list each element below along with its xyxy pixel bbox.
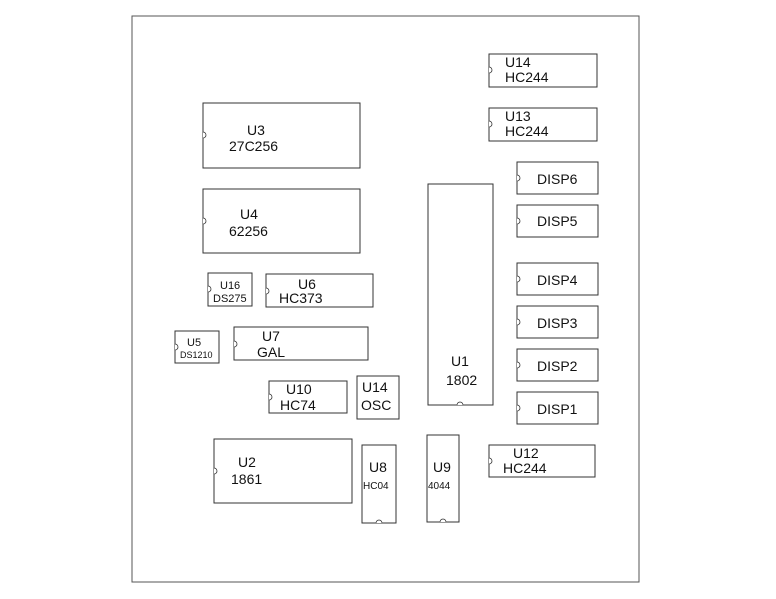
chip-u14-osc: U14 OSC — [356, 375, 400, 420]
chip-part: 27C256 — [229, 138, 278, 154]
display-label: DISP1 — [537, 401, 578, 417]
chip-u10-hc74: U10 HC74 — [268, 380, 348, 414]
chip-u7-gal: U7 GAL — [233, 326, 369, 361]
chip-ref: U4 — [240, 206, 258, 222]
chip-u8-hc04: U8 HC04 — [361, 444, 397, 524]
chip-part: 1802 — [446, 372, 477, 388]
chip-part: 1861 — [231, 471, 262, 487]
display-disp3: DISP3 — [516, 305, 599, 339]
chip-ref: U14 — [505, 54, 531, 70]
chip-u2-1861: U2 1861 — [213, 438, 353, 504]
chip-part: GAL — [257, 344, 285, 360]
chip-part: 4044 — [428, 481, 451, 492]
chip-ref: U13 — [505, 108, 531, 124]
chip-ref: U3 — [247, 122, 265, 138]
chip-ref: U10 — [286, 381, 312, 397]
display-label: DISP2 — [537, 358, 578, 374]
chip-part: DS275 — [213, 293, 247, 305]
chip-part: HC373 — [279, 290, 323, 306]
chip-part: 62256 — [229, 223, 268, 239]
chip-part: DS1210 — [180, 350, 213, 360]
chip-ref: U12 — [513, 445, 539, 461]
display-label: DISP3 — [537, 315, 578, 331]
display-label: DISP5 — [537, 213, 578, 229]
display-label: DISP6 — [537, 171, 578, 187]
chip-part: OSC — [361, 397, 391, 413]
chip-u12-hc244: U12 HC244 — [488, 444, 596, 478]
display-disp1: DISP1 — [516, 391, 599, 425]
chip-ref: U2 — [238, 454, 256, 470]
chip-ref: U1 — [451, 353, 469, 369]
chip-part: HC244 — [505, 123, 549, 139]
display-disp5: DISP5 — [516, 204, 599, 238]
chip-ref: U16 — [220, 280, 240, 292]
display-disp4: DISP4 — [516, 262, 599, 296]
chip-ref: U5 — [187, 337, 201, 349]
chip-u5-ds1210: U5 DS1210 — [174, 330, 220, 364]
chip-ref: U9 — [433, 459, 451, 475]
display-label: DISP4 — [537, 272, 578, 288]
chip-u4-62256: U4 62256 — [202, 188, 361, 254]
display-disp6: DISP6 — [516, 161, 599, 195]
chip-part: HC244 — [505, 69, 549, 85]
chip-u3-27c256: U3 27C256 — [202, 102, 361, 169]
chip-ref: U14 — [362, 379, 388, 395]
chip-u16-ds275: U16 DS275 — [207, 272, 253, 307]
chip-part: HC04 — [363, 481, 389, 492]
chip-ref: U8 — [369, 459, 387, 475]
chip-u13-hc244: U13 HC244 — [488, 107, 598, 142]
chip-u1-1802: U1 1802 — [427, 183, 494, 406]
chip-ref: U6 — [298, 276, 316, 292]
display-disp2: DISP2 — [516, 348, 599, 382]
chip-u14-hc244-top: U14 HC244 — [488, 53, 598, 88]
chip-u9-4044: U9 4044 — [426, 434, 460, 523]
chip-part: HC244 — [503, 460, 547, 476]
chip-ref: U7 — [262, 328, 280, 344]
chip-part: HC74 — [280, 397, 316, 413]
chip-u6-hc373: U6 HC373 — [265, 273, 374, 308]
